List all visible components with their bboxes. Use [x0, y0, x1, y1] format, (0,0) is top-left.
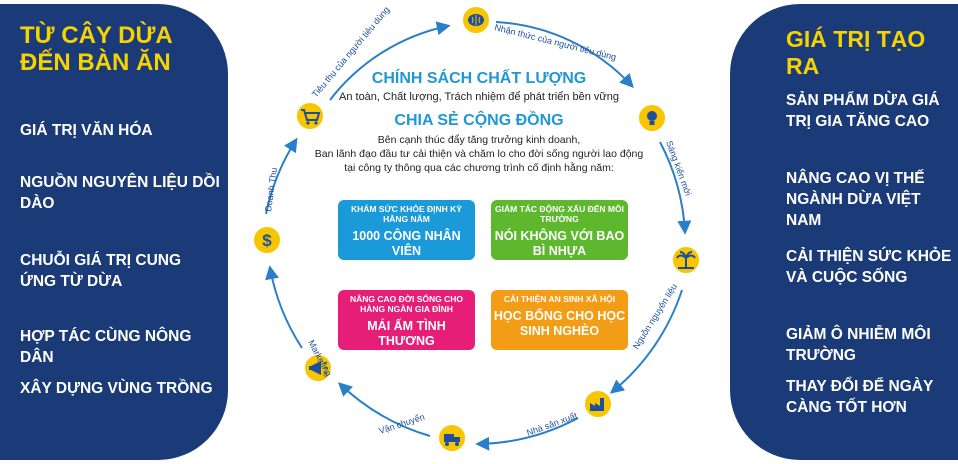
- program-box-family: NÂNG CAO ĐỜI SỐNG CHO HÀNG NGÀN GIA ĐÌNH…: [338, 290, 475, 350]
- right-item-health: CẢI THIỆN SỨC KHỎE VÀ CUỘC SỐNG: [786, 248, 952, 286]
- arc-3: [609, 289, 683, 394]
- right-item-change: THAY ĐỔI ĐỂ NGÀY CÀNG TỐT HƠN: [786, 378, 934, 416]
- node-label-revenue: Doanh Thu: [263, 167, 279, 212]
- left-item-farmers: HỢP TÁC CÙNG NÔNG DÂN: [20, 328, 192, 366]
- right-panel-title: GIÁ TRỊ TẠO RA: [786, 26, 926, 79]
- program-box-environment: GIẢM TÁC ĐỘNG XẤU ĐẾN MÔI TRƯỜNG NÓI KHÔ…: [491, 200, 628, 260]
- arc-4: [475, 417, 579, 451]
- node-revenue: $ Doanh Thu: [252, 167, 282, 255]
- left-panel-title: TỪ CÂY DỪA ĐẾN BÀN ĂN: [20, 22, 228, 76]
- dollar-icon: $: [262, 231, 272, 250]
- community-desc-line-3: tại công ty thông qua các chương trình c…: [344, 162, 614, 174]
- factory-icon: [590, 398, 604, 411]
- quality-policy-title: CHÍNH SÁCH CHẤT LƯỢNG: [371, 70, 587, 87]
- program-box-family-main: MÁI ẤM TÌNH THƯƠNG: [367, 319, 446, 348]
- right-panel: GIÁ TRỊ TẠO RA SẢN PHẨM DỪA GIÁ TRỊ GIA …: [730, 4, 958, 460]
- community-desc-line-1: Bên cạnh thúc đẩy tăng trưởng kinh doanh…: [377, 134, 581, 146]
- quality-policy-subtitle: An toàn, Chất lượng, Trách nhiệm để phát…: [339, 91, 619, 103]
- left-title-line-2: ĐẾN BÀN ĂN: [20, 49, 171, 76]
- program-box-environment-main: NÓI KHÔNG VỚI BAO BÌ NHỰA: [494, 229, 625, 258]
- node-label-manufacturer: Nhà sản xuất: [525, 410, 579, 438]
- arc-8: [329, 21, 451, 101]
- node-manufacturer: Nhà sản xuất: [525, 389, 613, 438]
- program-box-environment-sub: GIẢM TÁC ĐỘNG XẤU ĐẾN MÔI TRƯỜNG: [495, 204, 624, 224]
- community-sharing-title: CHIA SẺ CỘNG ĐỒNG: [394, 112, 564, 129]
- node-raw-material: Nguồn nguyên liệu: [631, 245, 701, 351]
- node-transport: Vận chuyển: [378, 412, 467, 453]
- node-label-consumer-awareness: Nhận thức của người tiêu dùng: [494, 22, 618, 62]
- delivery-icon: [444, 434, 460, 446]
- lightbulb-icon: [647, 111, 657, 125]
- palm-tree-icon: [676, 251, 696, 269]
- left-item-growing-area: XÂY DỰNG VÙNG TRỒNG: [20, 380, 213, 397]
- center-content: CHÍNH SÁCH CHẤT LƯỢNG An toàn, Chất lượn…: [310, 70, 648, 175]
- node-marketing: Marketing: [303, 338, 334, 383]
- community-sharing-description: Bên cạnh thúc đẩy tăng trưởng kinh doanh…: [310, 133, 648, 175]
- cart-icon: [301, 109, 321, 125]
- program-box-health-check-sub: KHÁM SỨC KHỎE ĐỊNH KỲ HẰNG NĂM: [351, 204, 462, 224]
- arc-7: [265, 137, 298, 215]
- left-panel: TỪ CÂY DỪA ĐẾN BÀN ĂN GIÁ TRỊ VĂN HÓA NG…: [0, 4, 228, 460]
- arc-6: [265, 265, 303, 349]
- right-item-industry-position: NÂNG CAO VỊ THẾ NGÀNH DỪA VIỆT NAM: [786, 170, 925, 229]
- program-box-scholarship-sub: CẢI THIỆN AN SINH XÃ HỘI: [503, 294, 616, 304]
- brain-icon: [468, 14, 484, 26]
- right-item-value-added: SẢN PHẨM DỪA GIÁ TRỊ GIA TĂNG CAO: [786, 92, 940, 130]
- left-item-raw-material: NGUỒN NGUYÊN LIỆU DỒI DÀO: [20, 174, 220, 212]
- program-box-health-check-main: 1000 CÔNG NHÂN VIÊN: [352, 229, 461, 258]
- arc-2: [659, 141, 692, 235]
- program-box-health-check: KHÁM SỨC KHỎE ĐỊNH KỲ HẰNG NĂM 1000 CÔNG…: [338, 200, 475, 260]
- program-box-scholarship: CẢI THIỆN AN SINH XÃ HỘI HỌC BỔNG CHO HỌ…: [491, 290, 628, 350]
- megaphone-icon: [309, 361, 328, 375]
- node-consumer-awareness: Nhận thức của người tiêu dùng: [461, 5, 618, 62]
- right-item-pollution: GIẢM Ô NHIỄM MÔI TRƯỜNG: [786, 326, 931, 364]
- left-item-value-chain: CHUỖI GIÁ TRỊ CUNG ỨNG TỪ DỪA: [20, 252, 182, 290]
- program-box-family-sub: NÂNG CAO ĐỜI SỐNG CHO HÀNG NGÀN GIA ĐÌNH: [349, 294, 464, 314]
- left-title-line-1: TỪ CÂY DỪA: [20, 22, 173, 49]
- left-item-culture: GIÁ TRỊ VĂN HÓA: [20, 122, 153, 139]
- community-desc-line-2: Ban lãnh đạo đầu tư cải thiện và chăm lo…: [314, 148, 644, 160]
- arc-5: [337, 382, 431, 437]
- program-box-scholarship-main: HỌC BỔNG CHO HỌC SINH NGHÈO: [493, 309, 626, 338]
- arc-1: [495, 21, 634, 89]
